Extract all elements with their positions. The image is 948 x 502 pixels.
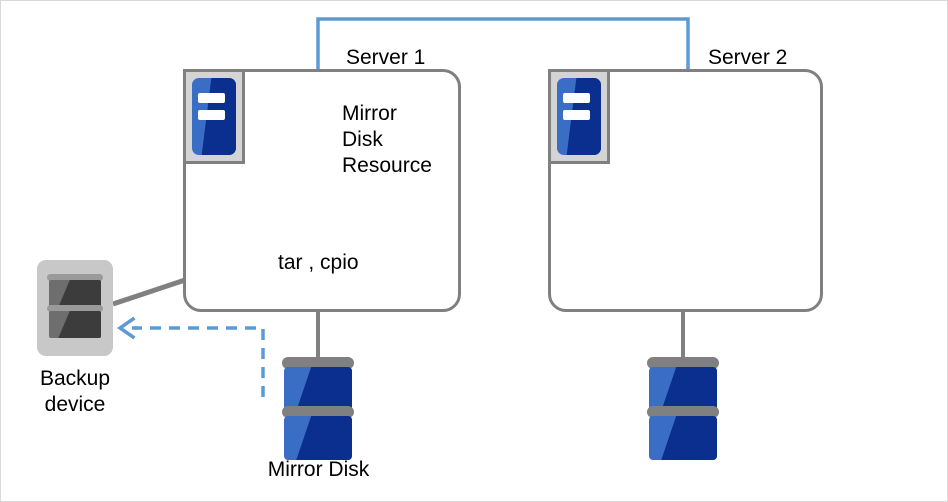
- server-machine-icon-2: [548, 69, 610, 164]
- disk2-body-bottom: [649, 416, 717, 460]
- interconnect-line: [316, 17, 690, 69]
- mirror-disk-stack-icon-2: [647, 357, 719, 469]
- server-icon-bar-bottom: [198, 110, 226, 121]
- backup-device-disk-art: [47, 274, 103, 342]
- server-icon-bar-top: [198, 93, 226, 104]
- disk2-body-top: [649, 367, 717, 411]
- label-mirror-disk-resource: Mirror Disk Resource: [342, 102, 432, 177]
- label-backup-device: Backup device: [39, 367, 111, 416]
- mirror-disk-stack-icon: [282, 357, 354, 469]
- disk-body-top: [284, 367, 352, 411]
- disk-cap-middle: [282, 406, 354, 418]
- backup-disk-cap-top: [47, 274, 103, 281]
- label-server-2: Server 2: [708, 46, 788, 69]
- backup-device-icon: [37, 260, 113, 356]
- disk-body-bottom: [284, 416, 352, 460]
- connector-backup-to-server1: [112, 275, 192, 307]
- backup-disk-body-bottom: [49, 311, 101, 338]
- server-icon-2-bar-bottom: [563, 110, 591, 121]
- server-box-server-2[interactable]: [548, 69, 823, 312]
- backup-flow-arrow: [116, 316, 265, 397]
- label-server-1: Server 1: [346, 46, 426, 69]
- disk2-cap-top: [647, 357, 719, 369]
- server-machine-icon: [183, 69, 245, 164]
- backup-disk-body-top: [49, 280, 101, 307]
- server-icon-2-bar-top: [563, 93, 591, 104]
- label-mirror-disk: Mirror Disk: [267, 458, 370, 481]
- script-terminal-icon: [200, 222, 266, 304]
- backup-disk-cap-bottom: [47, 305, 103, 312]
- disk2-cap-middle: [647, 406, 719, 418]
- globe-icon: [269, 99, 331, 161]
- disk-cap-top: [282, 357, 354, 369]
- label-tar-cpio: tar , cpio: [278, 251, 359, 274]
